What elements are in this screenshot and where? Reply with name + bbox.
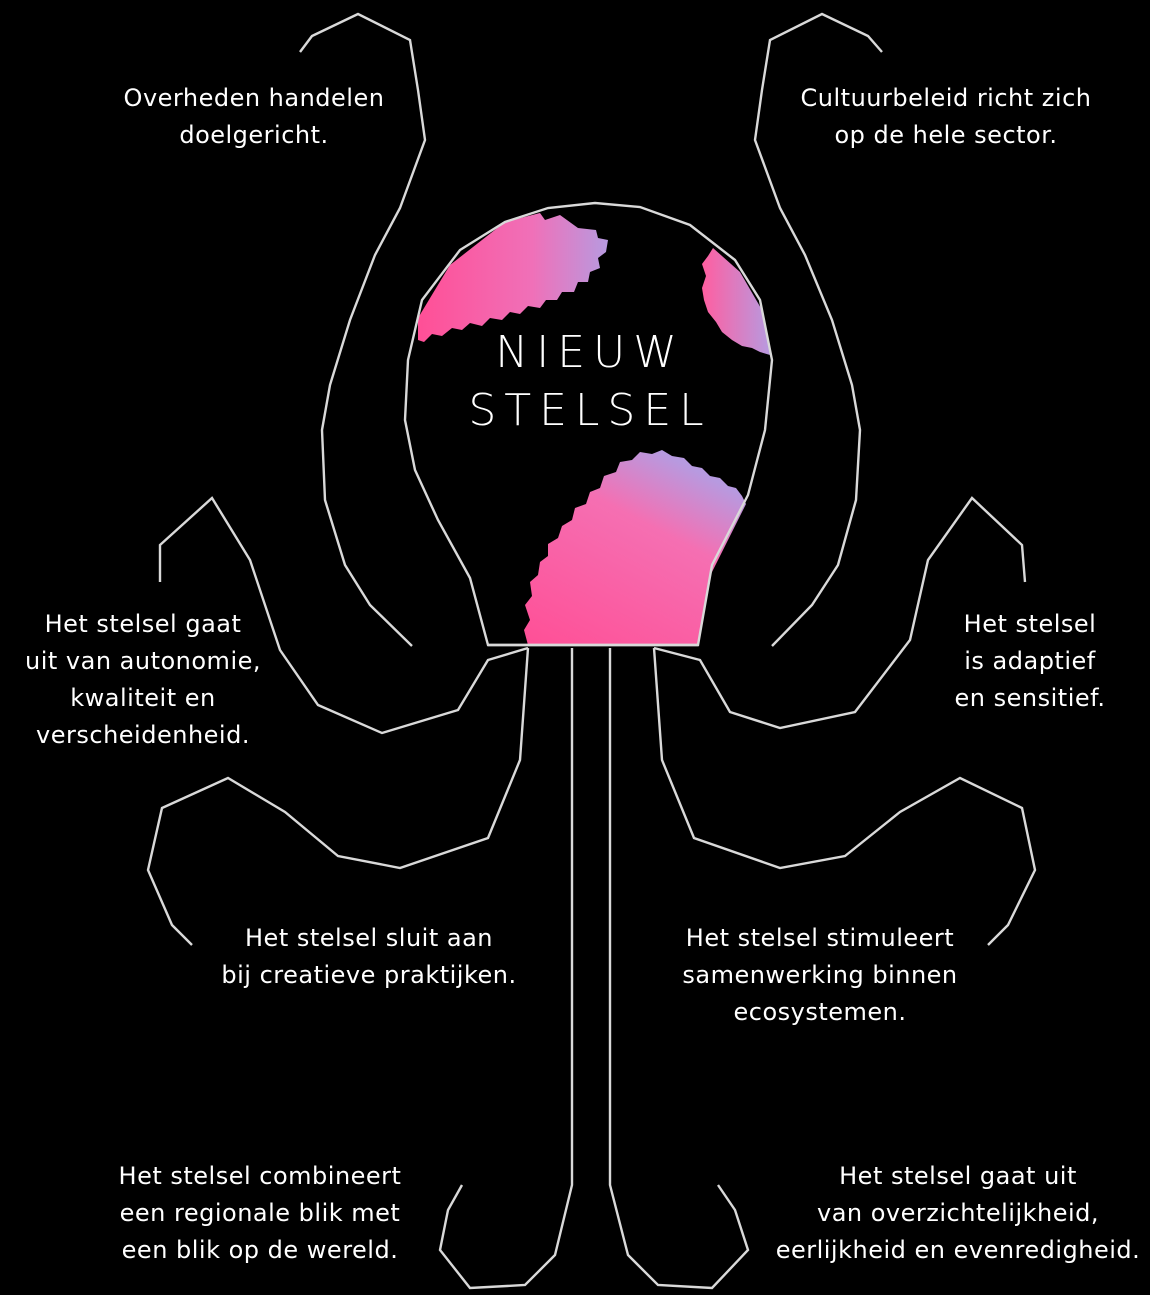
center-title-line2: STELSEL — [440, 382, 740, 440]
label-top-left: Overheden handelen doelgericht. — [114, 80, 394, 154]
label-bottom-left: Het stelsel combineert een regionale bli… — [100, 1158, 420, 1269]
label-bottom-right: Het stelsel gaat uit van overzichtelijkh… — [772, 1158, 1144, 1269]
center-title-line1: NIEUW — [440, 324, 740, 382]
label-mid-left: Het stelsel gaat uit van autonomie, kwal… — [8, 606, 278, 754]
center-title: NIEUW STELSEL — [440, 324, 740, 440]
blob-top-left — [418, 213, 608, 342]
label-low-right: Het stelsel stimuleert samenwerking binn… — [670, 920, 970, 1031]
label-low-left: Het stelsel sluit aan bij creatieve prak… — [214, 920, 524, 994]
blob-bottom — [524, 450, 746, 645]
label-mid-right: Het stelsel is adaptief en sensitief. — [940, 606, 1120, 717]
label-top-right: Cultuurbeleid richt zich op de hele sect… — [796, 80, 1096, 154]
